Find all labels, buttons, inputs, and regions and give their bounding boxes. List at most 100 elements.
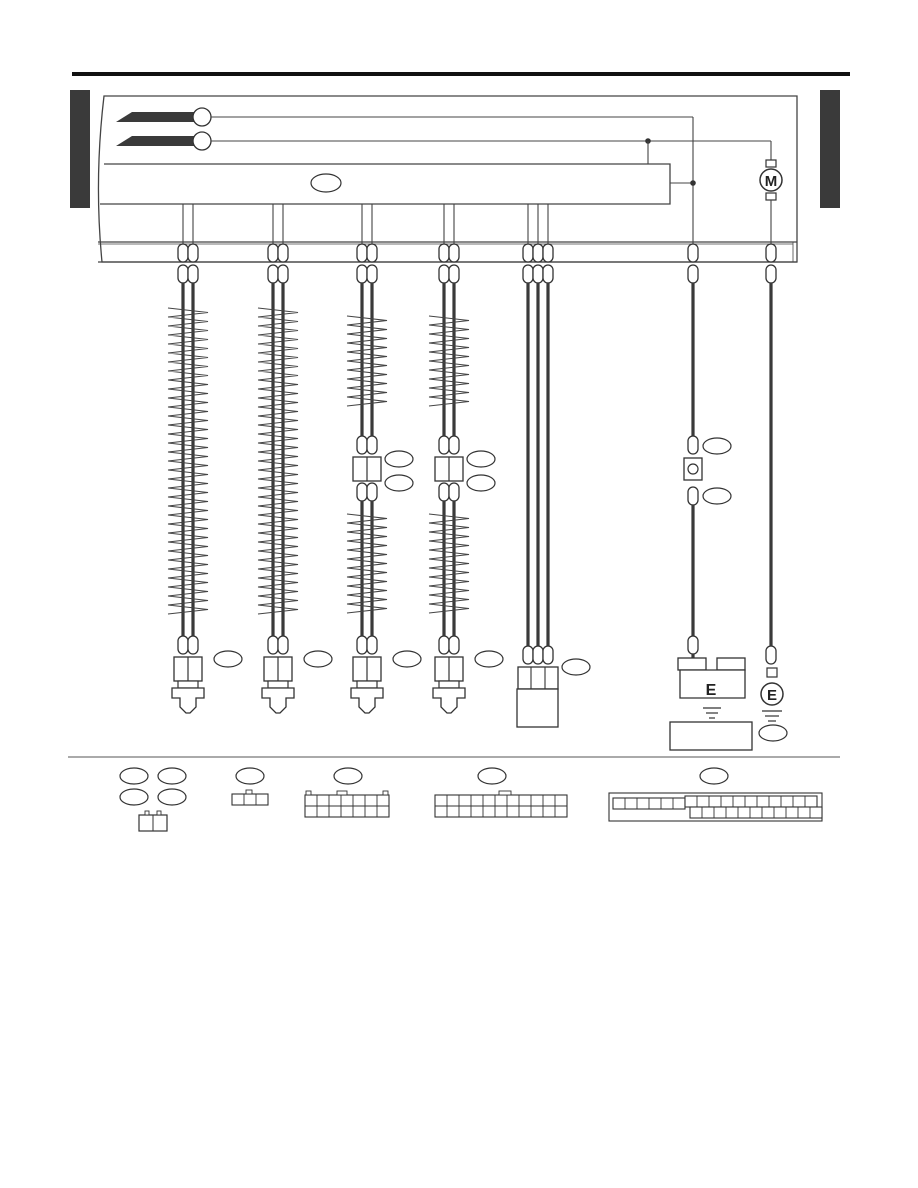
connector-ref-circle (303, 650, 333, 668)
legend-connector-2 (231, 767, 269, 806)
wire-terminal (542, 645, 554, 665)
wire-terminal (532, 264, 544, 284)
wire-pair-split-shield (346, 264, 422, 714)
wire-pair-shielded (257, 264, 333, 714)
wire-terminal (532, 243, 544, 263)
wire-terminal (522, 264, 534, 284)
wire-terminal (687, 243, 699, 263)
wire-terminal (542, 264, 554, 284)
motor-symbol (759, 159, 783, 244)
wire-terminal (765, 243, 777, 263)
wire-terminal (356, 435, 368, 455)
legend-22pin-latch (498, 790, 512, 796)
wire-terminal (687, 264, 699, 284)
legend-14pin-tab (305, 790, 312, 796)
wire-terminal (366, 264, 378, 284)
connector-ref-circle (235, 767, 265, 785)
legend-connector-4 (434, 767, 568, 818)
connector-ref-circle (384, 450, 414, 468)
wire-terminal (356, 264, 368, 284)
legend-14pin-latch (336, 790, 348, 796)
right-side-tab (820, 90, 840, 208)
legend-2pin-latch (156, 810, 162, 816)
wire-motor-ground (765, 264, 777, 665)
shield-braid (257, 307, 299, 615)
ground-label-1: E (706, 682, 717, 699)
wire-trio (516, 264, 591, 728)
wire-terminal (356, 635, 368, 655)
sensor-body (171, 687, 205, 714)
ground-block-1 (669, 657, 753, 751)
sensor-neck (267, 680, 289, 689)
wire-terminal (687, 635, 699, 655)
header-rule (72, 72, 850, 76)
legend-14pin-tab (382, 790, 389, 796)
connector-ref-circle (477, 767, 507, 785)
wire-terminal (356, 482, 368, 502)
wire-terminal (366, 243, 378, 263)
sensor-neck (438, 680, 460, 689)
legend-3pin-latch (245, 789, 253, 795)
wire-pair-shielded (167, 264, 243, 714)
legend-3pin (231, 793, 269, 806)
wire-terminal (438, 635, 450, 655)
inner-module-outline (100, 163, 671, 205)
sensor-body (350, 687, 384, 714)
wire-terminal (448, 482, 460, 502)
connector-ref-circle (119, 788, 149, 806)
wire-terminal (187, 264, 199, 284)
wire-terminal (448, 264, 460, 284)
sensor-neck (356, 680, 378, 689)
connector-ref-circle (157, 788, 187, 806)
connector-ref-circle (466, 450, 496, 468)
wire-pair-split-shield (428, 264, 504, 714)
wire-terminal (765, 645, 777, 665)
shield-braid (428, 315, 470, 407)
legend-connector-5 (608, 767, 823, 822)
wire-terminal (542, 243, 554, 263)
legend-connector-1 (119, 767, 187, 832)
shield-braid (346, 315, 388, 407)
power-terminal-2 (192, 131, 212, 151)
connector-ref-circle (384, 474, 414, 492)
wire-terminal (277, 635, 289, 655)
wire-terminal (448, 635, 460, 655)
connector-ref-circle (333, 767, 363, 785)
wire-terminal (366, 435, 378, 455)
connector-ref-circle (157, 767, 187, 785)
wire-terminal (687, 435, 699, 455)
power-terminal-1 (192, 107, 212, 127)
wire-terminal (177, 264, 189, 284)
wire-terminal (687, 486, 699, 506)
connector-ref-circle (699, 767, 729, 785)
sensor-body (261, 687, 295, 714)
wire-terminal (277, 243, 289, 263)
legend-multipin-top (684, 795, 818, 808)
wire-terminal (356, 243, 368, 263)
ground-label-2: E (767, 687, 777, 704)
connector-ref-circle (466, 474, 496, 492)
wire-terminal (438, 264, 450, 284)
power-arrow-2 (116, 136, 200, 146)
wire-terminal (366, 635, 378, 655)
connector-ref-circle (474, 650, 504, 668)
wire-terminal (448, 435, 460, 455)
connector-ref-circle (702, 487, 732, 505)
legend-multipin-bottom (689, 806, 823, 819)
wire-terminal (438, 482, 450, 502)
wire-terminal (277, 264, 289, 284)
wire-terminal (438, 243, 450, 263)
wire-terminal (187, 635, 199, 655)
wire-terminal (522, 645, 534, 665)
junction-dot-2 (690, 180, 696, 186)
wire-terminal (177, 635, 189, 655)
trio-device (516, 688, 559, 728)
wire-terminal (267, 635, 279, 655)
shield-braid (346, 513, 388, 614)
shield-braid (428, 513, 470, 614)
wire-terminal (177, 243, 189, 263)
wire-terminal (532, 645, 544, 665)
wire-terminal (438, 435, 450, 455)
shield-braid (167, 307, 209, 615)
